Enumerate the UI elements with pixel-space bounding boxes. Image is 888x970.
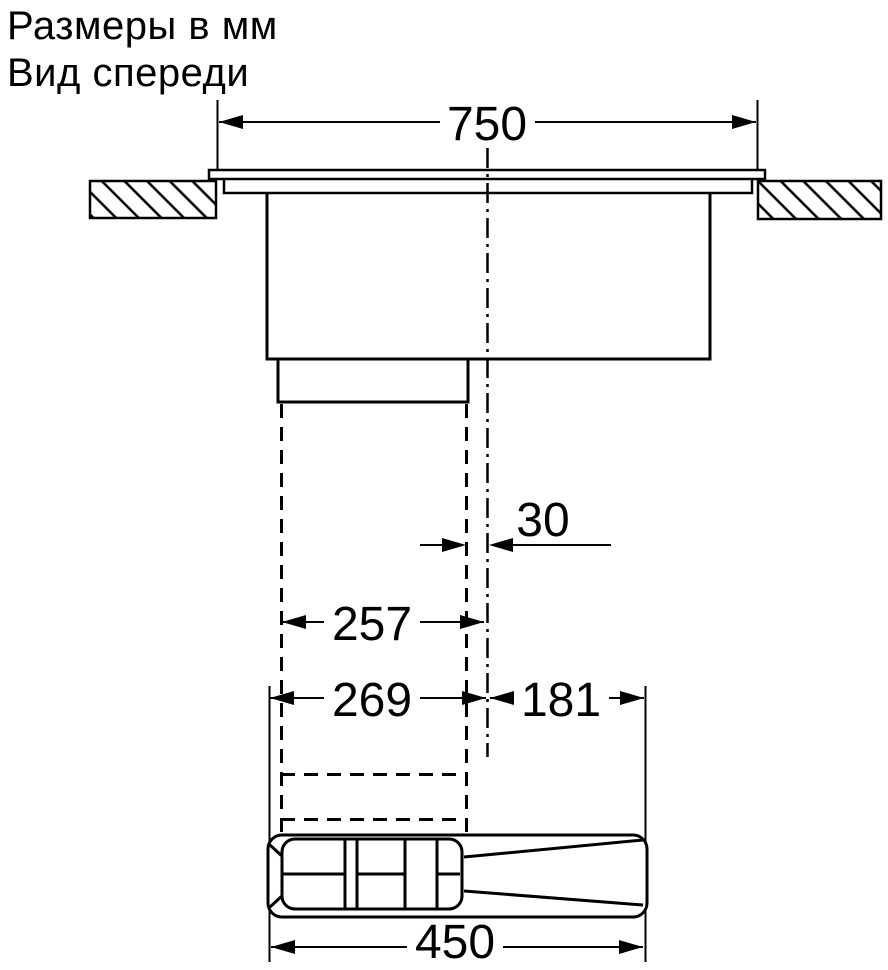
- dim-450-arrow-right: [619, 940, 643, 954]
- dim-overall-width-arrow-left: [219, 115, 243, 129]
- page-title-view: Вид спереди: [7, 51, 250, 95]
- flat-duct-channel: [266, 833, 649, 919]
- dim-offset-arrow-left: [442, 538, 466, 552]
- dim-overall-width-arrow-right: [732, 115, 756, 129]
- dim-left-of-center: 269: [268, 674, 486, 962]
- dim-duct-cutout-label: 257: [332, 598, 412, 651]
- dim-duct-cutout-arrow-left: [282, 615, 306, 629]
- dim-450-arrow-left: [271, 940, 295, 954]
- flat-duct-taper-top: [463, 838, 644, 859]
- dim-duct-cutout: 257: [282, 598, 484, 651]
- page-title: Размеры в мм Вид спереди: [7, 3, 278, 97]
- dim-right-of-center: 181: [490, 674, 647, 962]
- dim-left-of-center-label: 269: [332, 674, 412, 727]
- dim-offset-from-center: 30: [420, 494, 611, 552]
- flat-duct-taper-bottom: [463, 889, 644, 907]
- dim-overall-width: 750: [216, 98, 759, 170]
- page-title-units: Размеры в мм: [7, 4, 278, 48]
- dim-right-arrow-left: [490, 691, 514, 705]
- dim-left-arrow-right: [462, 691, 486, 705]
- dim-duct-cutout-arrow-right: [460, 615, 484, 629]
- dim-right-of-center-label: 181: [521, 674, 601, 727]
- dim-flat-duct-width-label: 450: [415, 916, 495, 969]
- dim-flat-duct-width: 450: [271, 916, 643, 969]
- dim-left-arrow-left: [270, 691, 294, 705]
- dim-offset-arrow-right: [489, 538, 513, 552]
- dim-overall-width-label: 750: [447, 98, 527, 151]
- countertop-right-hatch: [756, 179, 883, 221]
- dim-right-arrow-right: [620, 691, 644, 705]
- duct-connector: [276, 357, 470, 404]
- dim-offset-label: 30: [516, 494, 569, 547]
- countertop-left-hatch: [88, 179, 218, 220]
